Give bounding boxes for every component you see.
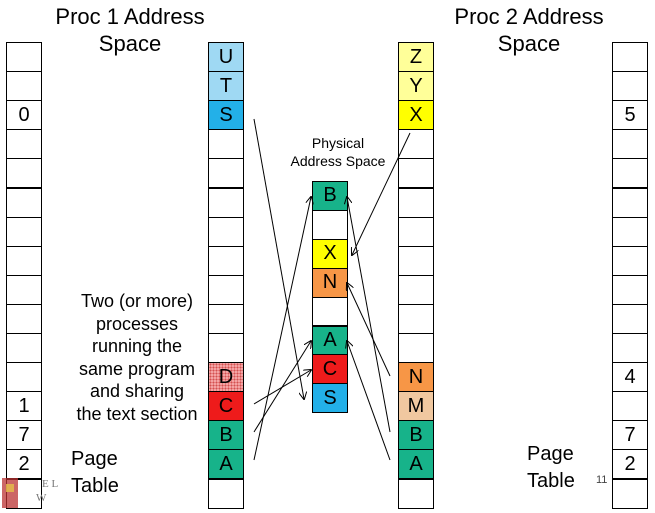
proc2-address-space-cell-label: A: [409, 452, 423, 475]
proc1-address-space-cell: C: [208, 391, 244, 422]
proc2-page-table-cell-label: 2: [624, 452, 636, 475]
proc2-title: Proc 2 Address Space: [454, 4, 604, 56]
mapping-arrow: [347, 341, 391, 461]
proc1-page-table-cell-label: 7: [18, 423, 30, 446]
physical-address-space-cell: [312, 296, 348, 327]
proc2-address-space-cell: [398, 129, 434, 160]
physical-address-space-cell-label: X: [323, 242, 337, 265]
proc1-address-space-cell: S: [208, 100, 244, 131]
physical-address-space-cell: C: [312, 354, 348, 385]
proc2-page-table-cell: [612, 129, 648, 160]
proc1-address-space-cell: [208, 216, 244, 247]
proc1-address-space-cell-label: B: [219, 423, 233, 446]
proc2-page-table-label: Page Table: [527, 443, 575, 492]
proc2-address-space-cell-label: Y: [409, 74, 423, 97]
proc1-address-space-cell: A: [208, 449, 244, 480]
proc2-page-table-cell-label: 4: [624, 365, 636, 388]
proc1-page-table-cell: 1: [6, 391, 42, 422]
proc1-address-space-cell: [208, 478, 244, 509]
proc2-address-space-cell: X: [398, 100, 434, 131]
proc1-page-table-cell: [6, 362, 42, 393]
proc2-address-space-cell-label: M: [407, 394, 425, 417]
proc1-address-space-cell: T: [208, 71, 244, 102]
proc2-page-table-cell: 5: [612, 100, 648, 131]
proc2-address-space-cell: N: [398, 362, 434, 393]
proc1-page-table-cell-label: 2: [18, 452, 30, 475]
physical-address-space-cell: S: [312, 383, 348, 414]
proc2-address-space-cell: M: [398, 391, 434, 422]
mapping-arrow: [253, 370, 311, 405]
proc2-address-space-cell: B: [398, 420, 434, 451]
proc1-address-space-cell: [208, 187, 244, 218]
proc2-page-table-cell: [612, 274, 648, 305]
proc1-page-table-cell: [6, 274, 42, 305]
proc1-address-space-cell-label: C: [218, 394, 234, 417]
proc2-address-space-cell: [398, 478, 434, 509]
proc1-page-table-label: Page Table: [71, 448, 119, 497]
proc2-page-table-cell: [612, 216, 648, 247]
svg-text:W: W: [36, 492, 47, 504]
proc2-page-table-cell: [612, 478, 648, 509]
proc2-address-space-cell-label: Z: [409, 45, 423, 68]
proc1-page-table-cell: [6, 245, 42, 276]
proc1-address-space-cell: [208, 245, 244, 276]
proc2-address-space-cell: A: [398, 449, 434, 480]
proc1-address-space-cell: U: [208, 42, 244, 73]
proc1-address-space-cell-label: A: [219, 452, 233, 475]
physical-address-space-cell-label: S: [323, 386, 337, 409]
proc2-address-space-cell: Z: [398, 42, 434, 73]
proc2-page-table-cell-label: 5: [624, 103, 636, 126]
proc1-page-table-cell: [6, 71, 42, 102]
proc1-page-table-cell-label: 0: [18, 103, 30, 126]
physical-address-space-cell-label: N: [322, 271, 338, 294]
proc2-page-table-cell: [612, 245, 648, 276]
proc2-address-space-cell-label: X: [409, 103, 423, 126]
proc1-page-table-cell: [6, 333, 42, 364]
proc1-address-space-cell: D: [208, 362, 244, 393]
proc2-address-space-cell: [398, 158, 434, 189]
physical-address-space-cell-label: B: [323, 184, 337, 207]
proc2-address-space-cell: Y: [398, 71, 434, 102]
proc2-page-table-cell-label: 7: [624, 423, 636, 446]
proc1-page-table-cell: [6, 303, 42, 334]
proc2-page-table-cell: [612, 71, 648, 102]
proc1-address-space-cell-label: U: [218, 45, 234, 68]
physical-address-space-cell: N: [312, 267, 348, 298]
proc2-address-space-cell: [398, 245, 434, 276]
proc1-title: Proc 1 Address Space: [55, 4, 205, 56]
proc1-address-space-cell: [208, 333, 244, 364]
proc2-page-table-cell: 4: [612, 362, 648, 393]
mapping-arrow: [352, 132, 411, 255]
physical-address-space-cell: B: [312, 181, 348, 211]
physical-address-space-cell: A: [312, 325, 348, 356]
proc2-page-table-cell: [612, 158, 648, 189]
proc1-page-table-cell: 7: [6, 420, 42, 451]
slide-number: 11: [596, 474, 608, 486]
proc2-address-space-cell-label: B: [409, 423, 423, 446]
svg-text:E L: E L: [42, 478, 58, 490]
physical-address-space-cell-label: A: [323, 328, 337, 351]
proc2-page-table-cell: 2: [612, 449, 648, 480]
university-crest-icon: E L W: [2, 478, 58, 508]
proc1-address-space-cell-label: D: [218, 365, 234, 388]
proc1-page-table-cell-label: 1: [18, 394, 30, 417]
description-text: Two (or more) processes running the same…: [76, 291, 198, 424]
proc1-address-space-cell-label: T: [219, 74, 233, 97]
proc1-address-space-cell-label: S: [219, 103, 233, 126]
mapping-arrow: [347, 283, 391, 377]
mapping-arrow: [253, 197, 311, 461]
physical-title: Physical Address Space: [290, 135, 386, 169]
mapping-arrow: [347, 197, 391, 433]
proc2-address-space-cell-label: N: [408, 365, 424, 388]
proc1-page-table-cell: [6, 158, 42, 189]
physical-address-space-cell-label: C: [322, 357, 338, 380]
mapping-arrow: [253, 118, 304, 399]
